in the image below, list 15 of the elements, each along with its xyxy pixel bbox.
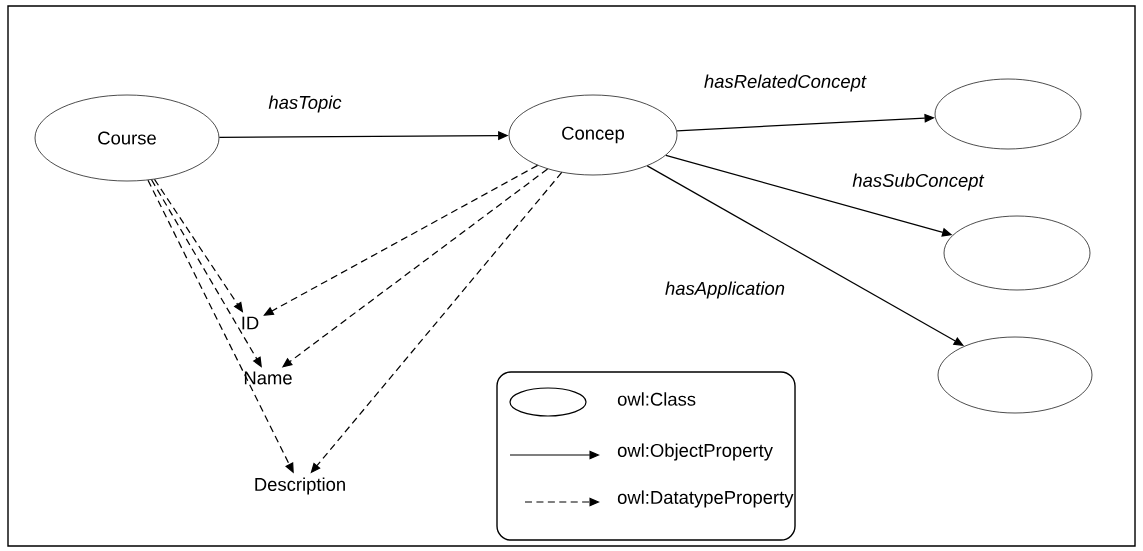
property-label: ID xyxy=(242,316,259,330)
dashed-arrow xyxy=(263,164,539,316)
edge-label: hasApplication xyxy=(663,279,787,301)
legend-label: owl:ObjectProperty xyxy=(617,443,773,461)
class-ellipse xyxy=(937,336,1093,414)
arrow xyxy=(676,113,935,132)
edge-label: hasTopic xyxy=(266,93,344,115)
legend-label: owl:DatatypeProperty xyxy=(617,490,794,508)
class-ellipse xyxy=(934,78,1082,150)
class-ellipse xyxy=(943,215,1091,291)
edge-label: hasRelatedConcept xyxy=(702,72,868,94)
legend-label: owl:Class xyxy=(617,392,696,406)
property-label: Description xyxy=(255,477,345,495)
property-label: Name xyxy=(244,371,292,385)
edge-label: hasSubConcept xyxy=(850,171,986,193)
